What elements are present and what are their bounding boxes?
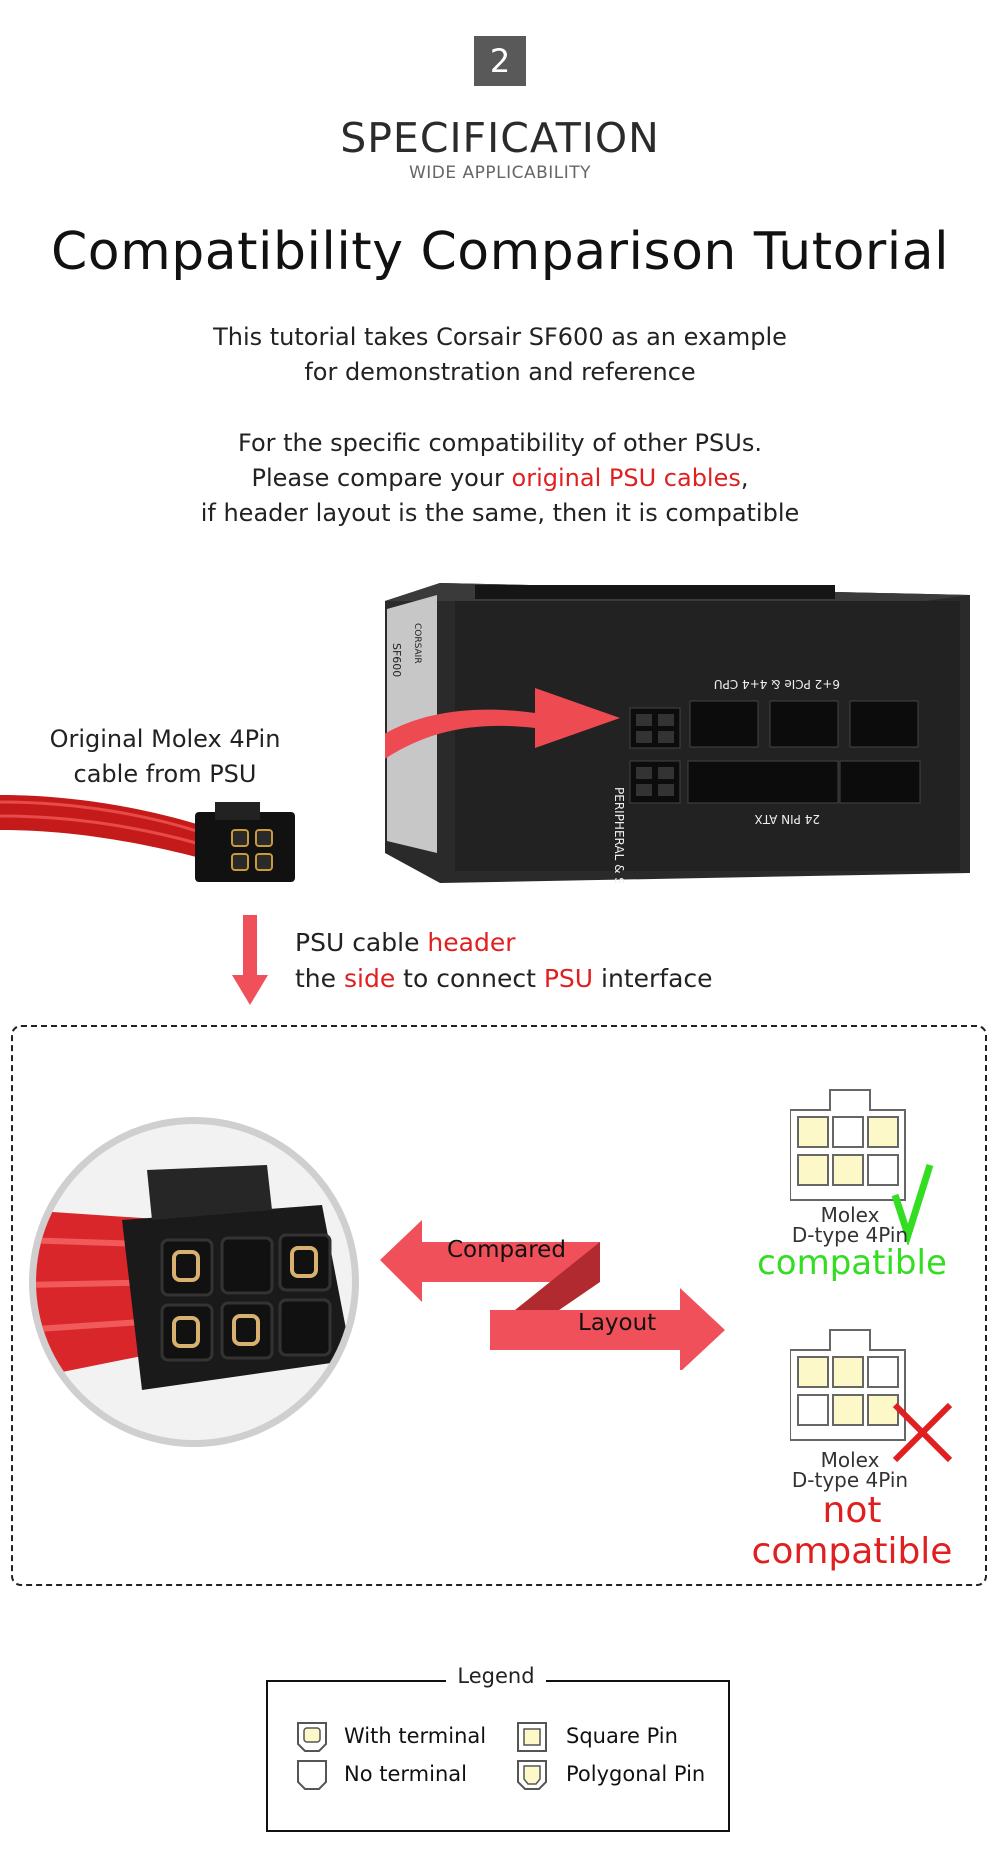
incompatible-caption-line-1: Molex bbox=[820, 1448, 880, 1472]
compatible-pinout-diagram bbox=[790, 1089, 934, 1245]
psu-illustration: CORSAIR SF600 6+2 PCIe & 4+4 CPU PERIPHE… bbox=[385, 583, 970, 883]
intro-line-1: This tutorial takes Corsair SF600 as an … bbox=[213, 323, 787, 351]
header-note-side: side bbox=[343, 964, 396, 993]
layout-label: Layout bbox=[578, 1310, 657, 1336]
checkmark-icon bbox=[891, 1163, 934, 1245]
connector-atx-2 bbox=[839, 760, 921, 804]
intro-line-4-text: Please compare your bbox=[251, 464, 512, 492]
compatible-status: compatible bbox=[757, 1243, 947, 1283]
compare-layout-arrow bbox=[380, 1220, 725, 1370]
red-sleeved-wires bbox=[0, 795, 200, 858]
compared-label: Compared bbox=[447, 1237, 566, 1263]
no-terminal-icon bbox=[297, 1760, 327, 1790]
compatible-caption: Molex D-type 4Pin bbox=[770, 1205, 930, 1245]
psu-brand-text: CORSAIR bbox=[412, 623, 422, 664]
molex-cable-photo bbox=[0, 795, 295, 882]
psu-model-text: SF600 bbox=[390, 643, 403, 677]
header-note-line-1: PSU cable header bbox=[295, 925, 713, 961]
header-note-highlight: header bbox=[427, 928, 516, 957]
connector-closeup-photo bbox=[29, 1117, 359, 1447]
header-note-text: PSU cable bbox=[295, 928, 428, 957]
section-number-badge: 2 bbox=[474, 36, 526, 86]
header-note-text-c: interface bbox=[593, 964, 713, 993]
intro-line-3: For the specific compatibility of other … bbox=[238, 429, 762, 457]
compatible-caption-line-1: Molex bbox=[820, 1203, 880, 1227]
psu-pointer-arrow bbox=[385, 688, 620, 759]
closeup-pin-cavities bbox=[160, 1233, 332, 1362]
compatible-caption-line-2: D-type 4Pin bbox=[791, 1223, 909, 1247]
incompatible-caption-line-2: D-type 4Pin bbox=[791, 1468, 909, 1492]
top-connectors bbox=[629, 700, 921, 804]
psu-atx-label: 24 PIN ATX bbox=[755, 812, 820, 826]
header-note-text-a: the bbox=[295, 964, 344, 993]
intro-paragraph-2: For the specific compatibility of other … bbox=[0, 426, 1000, 531]
molex-pins bbox=[231, 829, 273, 871]
connector-pins bbox=[636, 714, 674, 796]
connector-pcie-1 bbox=[689, 700, 759, 748]
intro-line-5: if header layout is the same, then it is… bbox=[200, 499, 800, 527]
legend-no-terminal: No terminal bbox=[344, 1762, 467, 1786]
section-subtitle: WIDE APPLICABILITY bbox=[408, 163, 592, 183]
header-note-text-b: to connect bbox=[395, 964, 544, 993]
legend-title: Legend bbox=[446, 1664, 546, 1688]
intro-paragraph-1: This tutorial takes Corsair SF600 as an … bbox=[0, 320, 1000, 390]
header-note-psu: PSU bbox=[543, 964, 594, 993]
legend-square-pin: Square Pin bbox=[566, 1724, 678, 1748]
page-title: Compatibility Comparison Tutorial bbox=[50, 222, 950, 282]
molex-label-line-1: Original Molex 4Pin bbox=[49, 725, 281, 753]
section-title: SPECIFICATION bbox=[340, 114, 660, 162]
psu-peripheral-label: PERIPHERAL & SATA bbox=[612, 787, 626, 883]
comparison-panel bbox=[11, 1025, 987, 1586]
header-note-line-2: the side to connect PSU interface bbox=[295, 961, 713, 997]
molex-cable-label: Original Molex 4Pin cable from PSU bbox=[40, 722, 290, 792]
with-terminal-icon bbox=[297, 1722, 327, 1752]
intro-highlight: original PSU cables bbox=[511, 464, 741, 492]
connector-pcie-2 bbox=[769, 700, 839, 748]
incompatible-pinout-diagram bbox=[790, 1329, 953, 1463]
intro-line-2: for demonstration and reference bbox=[304, 358, 696, 386]
polygonal-pin-icon bbox=[517, 1760, 547, 1790]
legend-with-terminal: With terminal bbox=[344, 1724, 487, 1748]
header-note: PSU cable header the side to connect PSU… bbox=[295, 925, 713, 997]
molex-label-line-2: cable from PSU bbox=[73, 760, 257, 788]
connector-atx-1 bbox=[687, 760, 839, 804]
closeup-latch bbox=[147, 1165, 272, 1220]
molex-latch bbox=[215, 802, 260, 820]
psu-pcie-label: 6+2 PCIe & 4+4 CPU bbox=[714, 677, 840, 691]
cross-icon bbox=[892, 1402, 953, 1463]
incompatible-caption: Molex D-type 4Pin bbox=[770, 1450, 930, 1490]
closeup-connector-housing bbox=[122, 1205, 352, 1390]
down-arrow-icon bbox=[232, 915, 268, 1005]
intro-line-4: Please compare your original PSU cables, bbox=[0, 461, 1000, 496]
connector-pcie-3 bbox=[849, 700, 919, 748]
legend-box bbox=[266, 1680, 730, 1832]
square-pin-icon bbox=[517, 1722, 547, 1752]
psu-fan-grill bbox=[475, 585, 835, 599]
incompatible-status: not compatible bbox=[751, 1490, 953, 1572]
closeup-terminals bbox=[172, 1246, 318, 1348]
legend-polygonal-pin: Polygonal Pin bbox=[566, 1762, 706, 1786]
intro-line-4-end: , bbox=[740, 464, 749, 492]
